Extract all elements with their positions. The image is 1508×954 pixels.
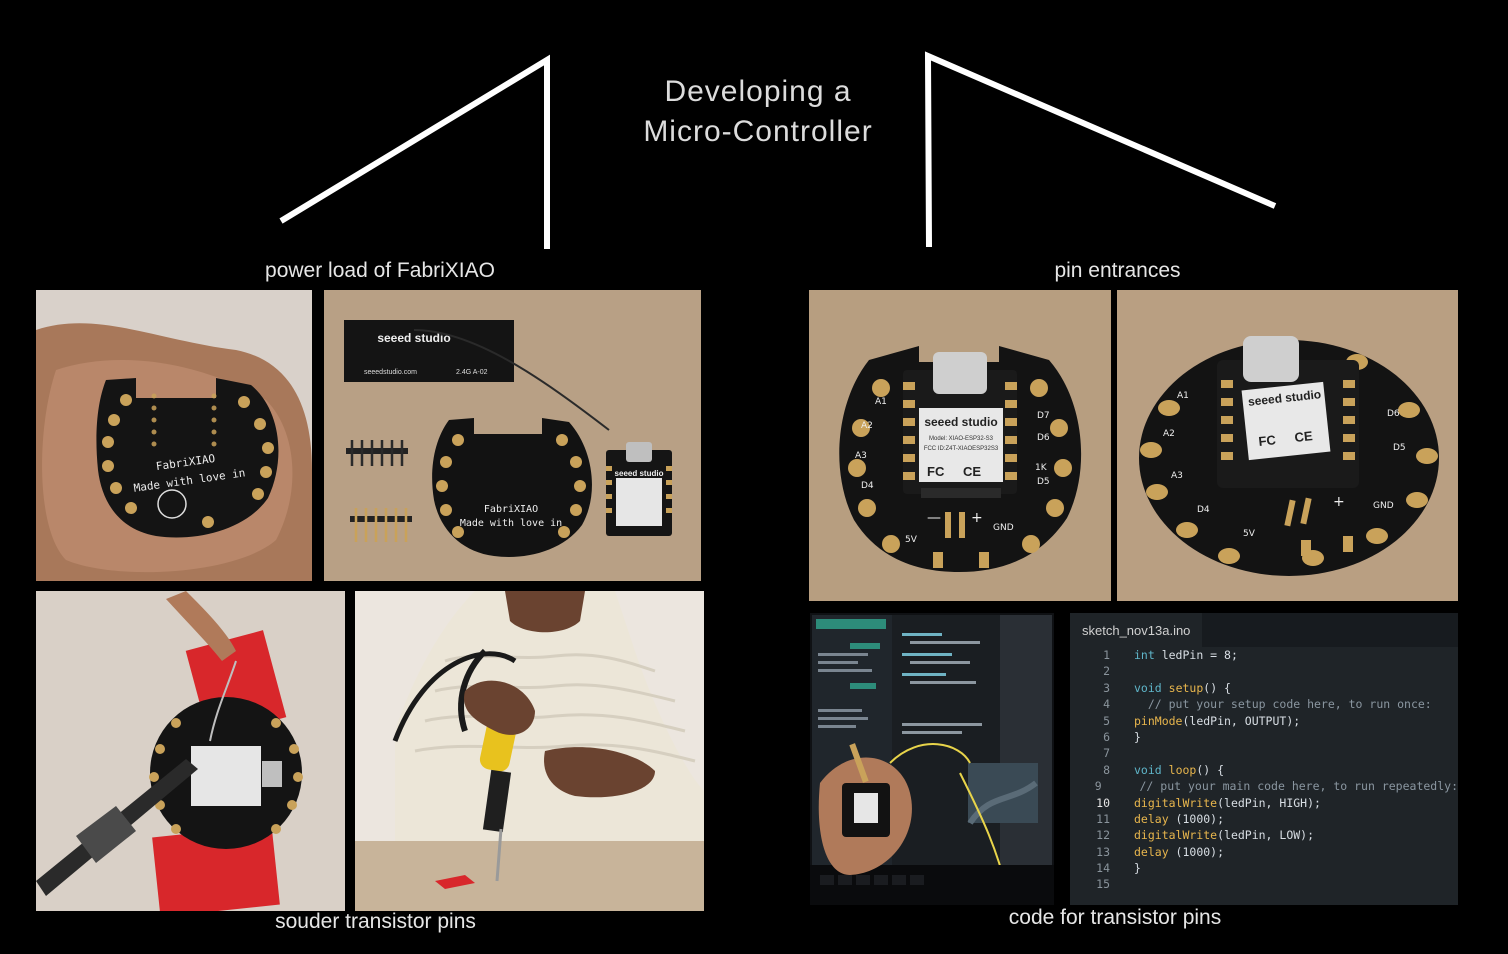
code-line: 7 (1070, 745, 1458, 761)
title-line-1: Developing a (664, 75, 852, 108)
photo-person-soldering (355, 591, 704, 911)
line-code[interactable]: } (1134, 729, 1141, 744)
caption-souder: souder transistor pins (275, 910, 476, 933)
code-line: 14} (1070, 860, 1458, 876)
editor-tab-sketch[interactable]: sketch_nov13a.ino (1070, 613, 1203, 647)
svg-text:FC: FC (1258, 432, 1277, 449)
photo-kit-components: seeed studio seeedstudio.com 2.4G A-02 F… (324, 290, 701, 581)
line-code[interactable]: // put your main code here, to run repea… (1125, 779, 1459, 794)
angled-pin-d6-label: D6 (1387, 409, 1400, 419)
code-line: 15 (1070, 876, 1458, 892)
kit-module-brand-text: seeed studio (615, 469, 664, 478)
line-code[interactable]: void setup() { (1134, 680, 1231, 695)
line-number: 5 (1103, 713, 1110, 728)
line-code[interactable]: // put your setup code here, to run once… (1134, 697, 1432, 712)
pin-d5-label: D5 (1037, 477, 1050, 487)
line-code[interactable]: digitalWrite(ledPin, LOW); (1134, 828, 1315, 843)
title-line-2: Micro-Controller (643, 115, 873, 148)
ce-mark: CE (963, 464, 981, 479)
line-code[interactable]: delay (1000); (1134, 844, 1225, 859)
angled-pin-d4-label: D4 (1197, 505, 1210, 515)
code-line: 6} (1070, 729, 1458, 745)
line-number: 15 (1096, 877, 1110, 892)
pin-d7-label: D7 (1037, 411, 1050, 421)
editor-tab-bar: sketch_nov13a.ino (1070, 613, 1458, 647)
module-fcc-text: FCC ID:Z4T-XIAOESP32S3 (924, 446, 999, 452)
line-code[interactable]: delay (1000); (1134, 811, 1225, 826)
line-number: 1 (1103, 648, 1110, 662)
fc-mark: FC (927, 464, 945, 479)
line-number: 9 (1094, 779, 1102, 794)
line-code[interactable]: digitalWrite(ledPin, HIGH); (1134, 795, 1321, 810)
angled-pin-a2-label: A2 (1163, 429, 1175, 439)
antenna-brand-text: seeed studio (377, 331, 450, 345)
code-line: 11 delay (1000); (1070, 811, 1458, 827)
code-line: 9 // put your main code here, to run rep… (1070, 778, 1458, 794)
line-number: 7 (1103, 746, 1110, 761)
code-line: 4 // put your setup code here, to run on… (1070, 696, 1458, 712)
line-number: 10 (1096, 795, 1110, 810)
pin-d6-label: D6 (1037, 433, 1050, 443)
pin-a1-label: A1 (875, 397, 887, 407)
connector-lines (279, 51, 1277, 249)
photo-soldering-closeup (36, 591, 345, 911)
line-code[interactable]: pinMode(ledPin, OUTPUT); (1134, 713, 1301, 728)
caption-code: code for transistor pins (1008, 906, 1222, 929)
angled-pin-d5-label: D5 (1393, 443, 1406, 453)
pin-plus-label: + (971, 510, 983, 526)
code-line: 13 delay (1000); (1070, 844, 1458, 860)
angled-pin-a3-label: A3 (1171, 471, 1183, 481)
caption-power-load: power load of FabriXIAO (265, 259, 495, 282)
antenna-url-text: seeedstudio.com (364, 369, 417, 376)
right-connector-line (924, 51, 1277, 248)
photo-laptop-arduino-ide (810, 613, 1054, 905)
svg-text:CE: CE (1294, 428, 1314, 445)
photo-board-in-hand: FabriXIAO Made with love in (36, 290, 312, 581)
pin-5v-label: 5V (905, 535, 918, 545)
antenna-spec-text: 2.4G A-02 (456, 369, 488, 376)
code-line: 1 int ledPin = 8; (1070, 647, 1458, 663)
line-number: 13 (1096, 844, 1110, 859)
code-line: 5 pinMode(ledPin, OUTPUT); (1070, 713, 1458, 729)
line-number: 2 (1103, 664, 1110, 679)
pin-minus-label: — (927, 510, 941, 526)
page-title: Developing a Micro-Controller (560, 72, 956, 152)
code-line: 2 (1070, 663, 1458, 679)
angled-pin-5v-label: 5V (1243, 529, 1256, 539)
line-number: 14 (1096, 861, 1110, 876)
line-number: 12 (1096, 828, 1110, 843)
line-number: 6 (1103, 729, 1110, 744)
module-brand-text: seeed studio (924, 415, 997, 429)
kit-board-tagline-text: Made with love in (460, 518, 562, 529)
kit-board-name-text: FabriXIAO (484, 504, 538, 515)
line-code[interactable]: void loop() { (1134, 762, 1225, 777)
code-line: 8 void loop() { (1070, 762, 1458, 778)
code-line: 3 void setup() { (1070, 680, 1458, 696)
angled-pin-a1-label: A1 (1177, 391, 1189, 401)
pin-gnd-label: GND (993, 523, 1014, 533)
angled-pin-gnd-label: GND (1373, 501, 1394, 511)
photo-pin-entrances-angled: seeed studio FC CE A1 A2 A3 D4 5V GND D6… (1117, 290, 1458, 601)
pin-1k-label: 1K (1035, 463, 1048, 473)
line-code[interactable]: int ledPin = 8; (1134, 648, 1238, 662)
pin-a2-label: A2 (861, 421, 873, 431)
photo-pin-entrances-top: seeed studio Model: XIAO-ESP32-S3 FCC ID… (809, 290, 1111, 601)
module-model-text: Model: XIAO-ESP32-S3 (929, 436, 994, 442)
pin-d4-label: D4 (861, 481, 874, 491)
line-number: 4 (1103, 697, 1110, 712)
line-number: 8 (1103, 762, 1110, 777)
code-line: 10 digitalWrite(ledPin, HIGH); (1070, 795, 1458, 811)
line-code[interactable]: } (1134, 861, 1141, 876)
line-number: 3 (1103, 680, 1110, 695)
code-line: 12 digitalWrite(ledPin, LOW); (1070, 827, 1458, 843)
line-number: 11 (1096, 811, 1110, 826)
angled-pin-plus-label: + (1333, 494, 1345, 510)
left-connector-line (279, 54, 550, 249)
caption-pin-entrances: pin entrances (1054, 259, 1181, 282)
pin-a3-label: A3 (855, 451, 867, 461)
